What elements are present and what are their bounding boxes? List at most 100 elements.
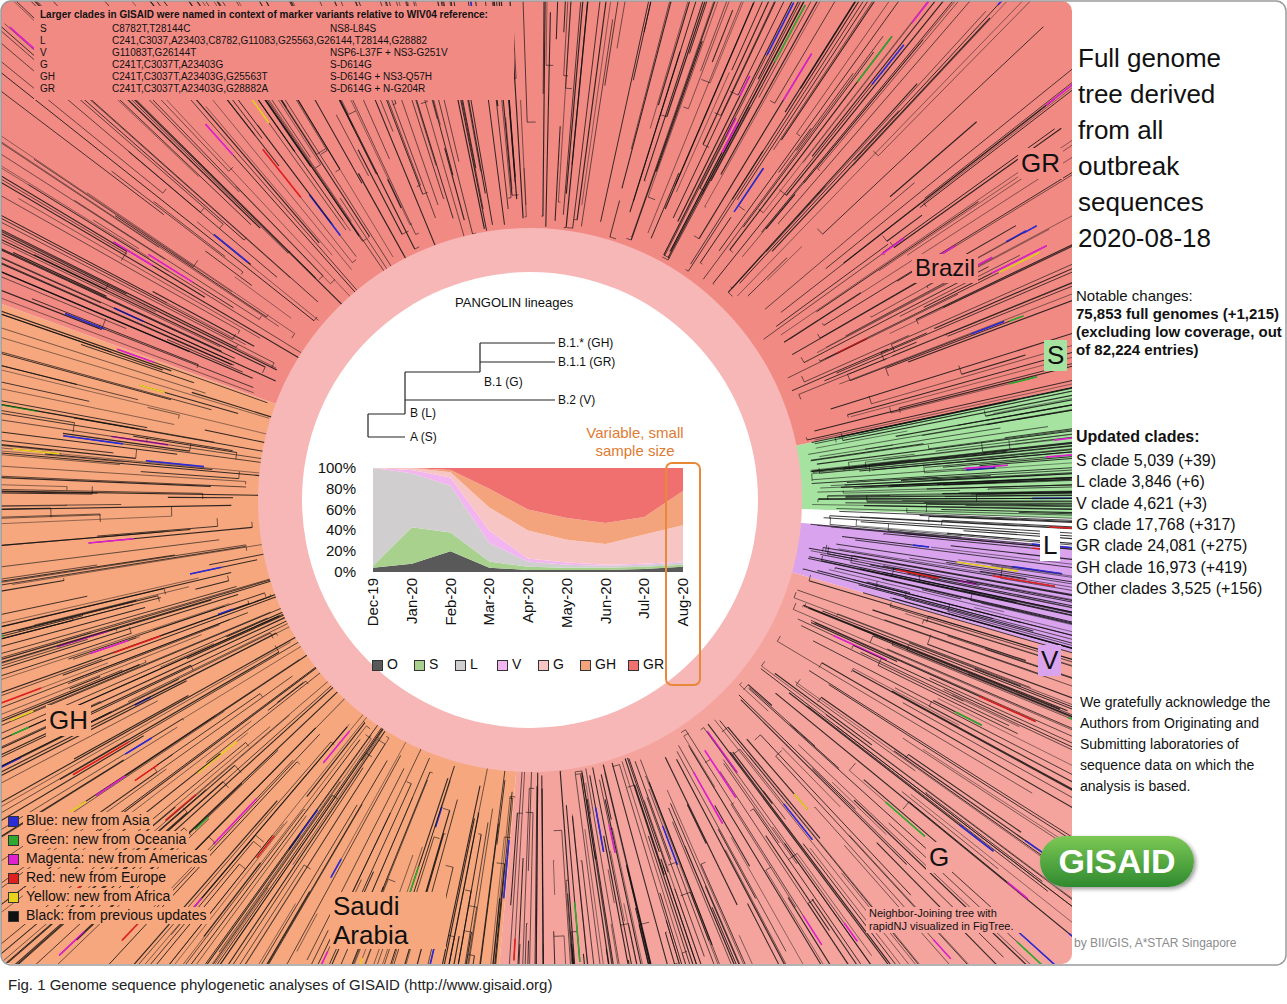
tree-stroke — [512, 858, 523, 964]
tree-stroke — [435, 807, 442, 827]
tree-stroke — [421, 102, 428, 104]
logo-text: GISAID — [1058, 841, 1175, 882]
tree-stroke — [416, 233, 419, 234]
tree-stroke — [779, 190, 786, 196]
tree-stroke — [219, 782, 340, 953]
tree-stroke — [924, 503, 1072, 504]
tree-stroke — [818, 334, 820, 338]
table-cell: L — [40, 35, 46, 47]
tree-stroke — [707, 731, 737, 772]
table-cell: C8782T,T28144C — [112, 23, 190, 35]
tree-stroke — [236, 345, 237, 348]
tree-stroke — [941, 520, 942, 525]
tree-stroke — [527, 122, 536, 123]
tree-stroke — [820, 252, 1040, 361]
tree-stroke — [667, 790, 807, 964]
tree-stroke — [694, 236, 699, 239]
tree-stroke — [827, 495, 890, 497]
tree-stroke — [865, 462, 867, 469]
tree-stroke — [825, 338, 867, 359]
tree-stroke — [1, 618, 268, 830]
legend-swatch — [372, 660, 383, 671]
tree-stroke — [153, 292, 255, 347]
tree-stroke — [560, 771, 561, 772]
tree-stroke — [527, 923, 528, 924]
tree-stroke — [1, 659, 102, 785]
tree-stroke — [510, 796, 515, 798]
tree-stroke — [644, 1, 750, 181]
lineage-label: B.1.1 (GR) — [558, 355, 615, 369]
legend-text: G — [553, 656, 564, 673]
tree-stroke — [975, 669, 1072, 728]
tree-stroke — [238, 331, 240, 334]
tree-stroke — [519, 944, 520, 945]
axis-tick: May-20 — [558, 578, 576, 628]
tree-stroke — [738, 1, 870, 200]
tree-stroke — [906, 754, 909, 758]
tree-stroke — [1, 633, 276, 877]
lineage-label: B.1.* (GH) — [558, 336, 613, 350]
tree-stroke — [114, 636, 161, 653]
tree-stroke — [259, 316, 261, 319]
tree-stroke — [81, 345, 194, 383]
tree-stroke — [96, 776, 126, 796]
tree-stroke — [251, 522, 252, 528]
tree-stroke — [834, 568, 835, 570]
tree-stroke — [929, 616, 1073, 750]
tree-stroke — [728, 292, 732, 296]
tree-stroke — [705, 886, 778, 964]
tree-stroke — [817, 482, 1072, 492]
tree-stroke — [903, 703, 1072, 798]
tree-stroke — [182, 695, 348, 864]
tree-stroke — [766, 11, 986, 252]
tree-stroke — [1, 841, 254, 964]
tree-stroke — [164, 589, 165, 595]
tree-stroke — [882, 579, 1072, 690]
tree-stroke — [701, 862, 706, 864]
tree-stroke — [943, 116, 1072, 254]
tree-stroke — [1, 122, 220, 347]
tree-stroke — [944, 690, 1072, 863]
tree-stroke — [673, 963, 678, 964]
tree-stroke — [543, 1, 549, 216]
tree-stroke — [705, 759, 710, 763]
legend-text: GR — [643, 656, 664, 673]
tree-stroke — [60, 652, 279, 780]
tree-stroke — [245, 546, 246, 547]
tree-stroke — [760, 735, 910, 895]
tree-stroke — [968, 674, 1072, 842]
tree-stroke — [235, 765, 242, 772]
tree-stroke — [1, 95, 127, 254]
tree-stroke — [478, 833, 481, 835]
tree-stroke — [613, 765, 620, 767]
tree-stroke — [853, 668, 959, 725]
tree-stroke — [888, 531, 961, 538]
tree-stroke — [700, 118, 736, 188]
tree-stroke — [913, 545, 929, 547]
tree-stroke — [268, 681, 306, 710]
clade-count: GR clade 24,081 (+275) — [1076, 536, 1286, 555]
tree-stroke — [553, 860, 555, 861]
tree-stroke — [952, 695, 1019, 727]
lineage-label: B.1 (G) — [484, 375, 523, 389]
tree-stroke — [628, 960, 635, 964]
tree-stroke — [686, 730, 822, 945]
note-text: 75,853 full genomes (+1,215) (excluding … — [1076, 305, 1284, 359]
tree-stroke — [928, 635, 931, 645]
tree-stroke — [766, 867, 771, 870]
tree-stroke — [1054, 433, 1072, 440]
tree-stroke — [775, 5, 806, 62]
tree-stroke — [848, 286, 1073, 415]
tree-stroke — [870, 636, 873, 643]
tree-stroke — [920, 57, 1072, 208]
tree-stroke — [195, 817, 208, 830]
tree-stroke — [837, 338, 867, 353]
tree-stroke — [192, 392, 280, 419]
tree-stroke — [556, 1, 564, 39]
tree-stroke — [1, 229, 235, 359]
legend-text: Blue: new from Asia — [23, 812, 153, 829]
tree-stroke — [575, 771, 581, 773]
stacked-area-chart — [373, 468, 683, 572]
tree-stroke — [527, 813, 533, 964]
tree-stroke — [366, 735, 372, 739]
